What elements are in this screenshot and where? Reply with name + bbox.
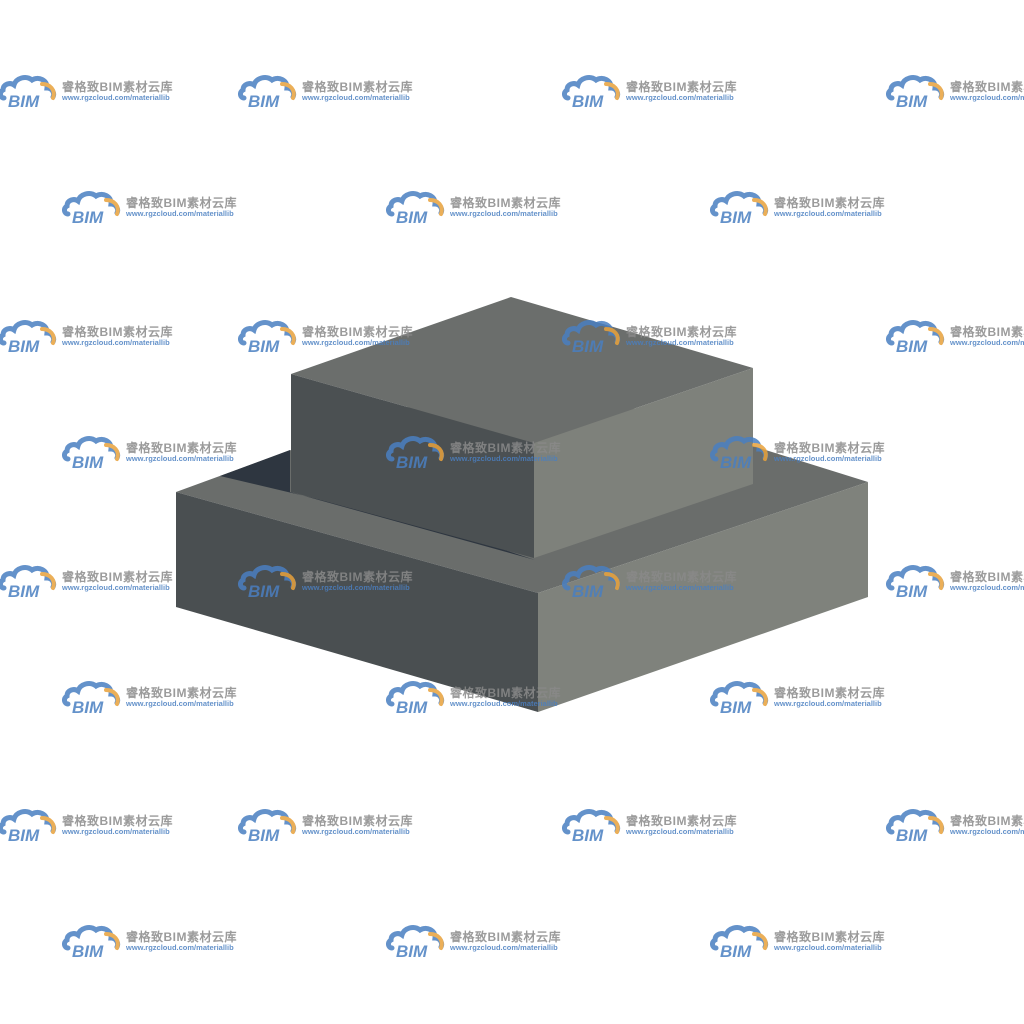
upper-block-top-face: [291, 297, 753, 443]
upper-block-right-face: [534, 368, 753, 558]
lower-block-right-face: [538, 482, 868, 712]
lower-block-left-face: [176, 492, 538, 712]
upper-block-left-face: [291, 374, 534, 558]
